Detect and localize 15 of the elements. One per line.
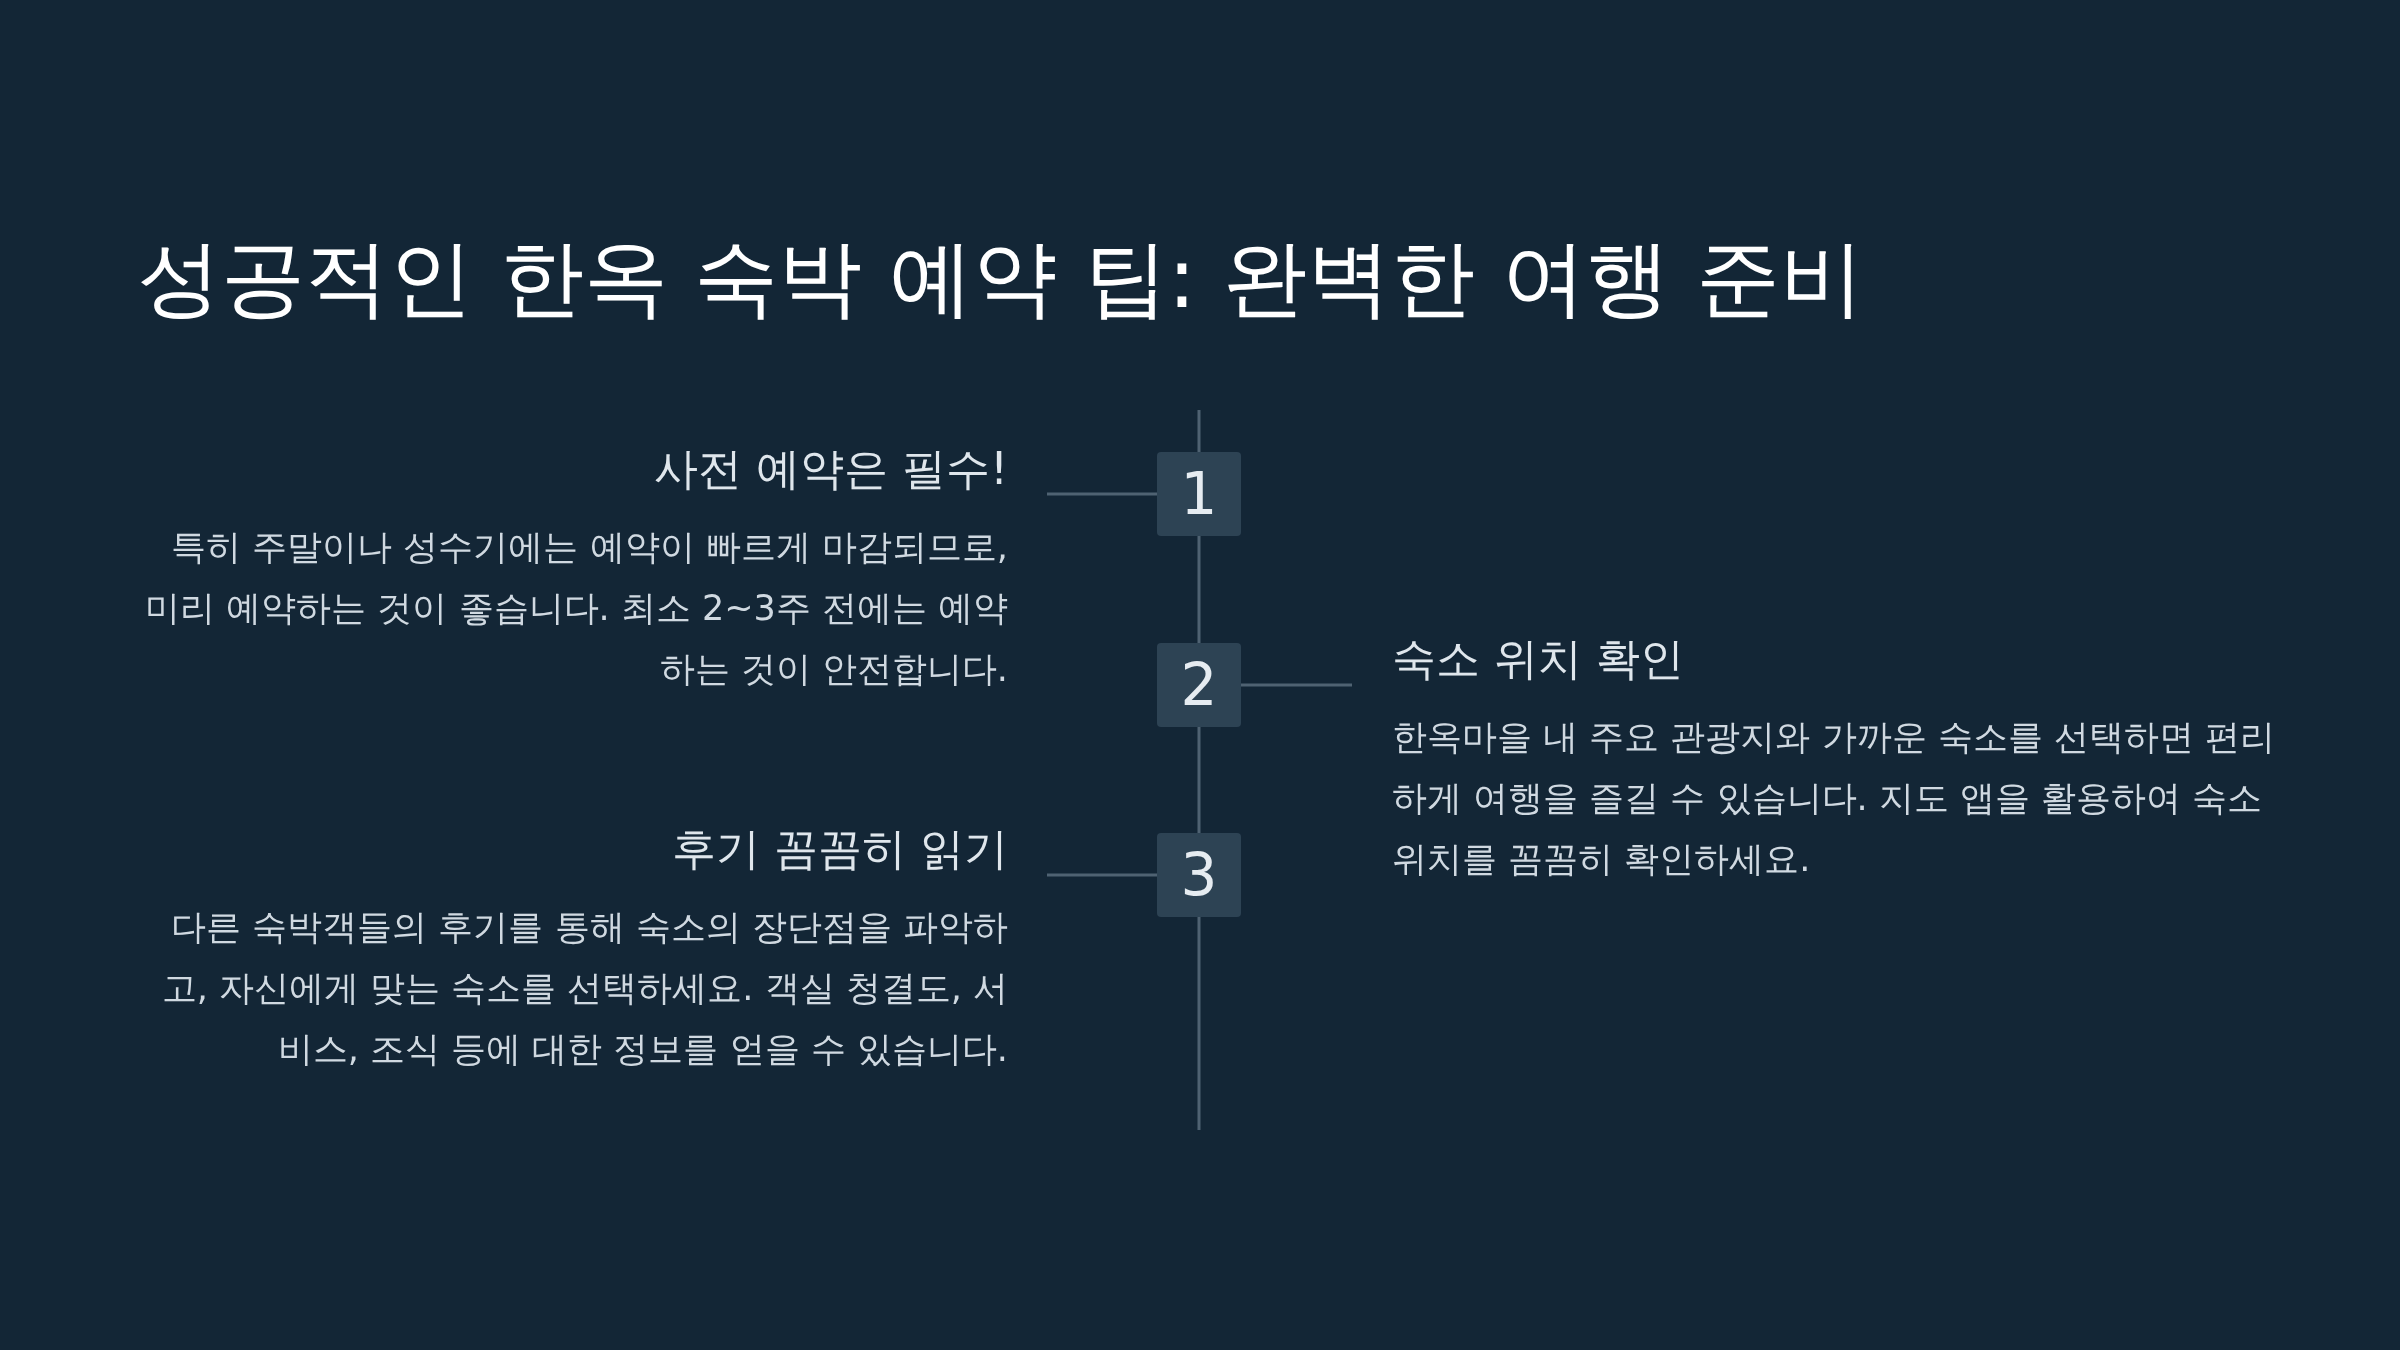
step-heading: 사전 예약은 필수! [654,442,1008,496]
step-heading: 후기 꼼꼼히 읽기 [672,822,1008,876]
connector-line [1047,873,1157,877]
connector-line [1047,492,1157,496]
slide-title: 성공적인 한옥 숙박 예약 팁: 완벽한 여행 준비 [137,228,1865,329]
step-description: 한옥마을 내 주요 관광지와 가까운 숙소를 선택하면 편리하게 여행을 즐길 수 있습니다. 지도 앱을 활용하여 숙소 위치를 꼼꼼히 확인하세요. [1392,716,2276,881]
timeline-line [1197,536,1201,643]
step-number-badge: 1 [1157,452,1241,536]
step-description: 다른 숙박객들의 후기를 통해 숙소의 장단점을 파악하고, 자신에게 맞는 숙소를 선택하세요. 객실 청결도, 서비스, 조식 등에 대한 정보를 얻을 수 있습니다. [160,906,1008,1071]
timeline-line [1197,727,1201,833]
connector-line [1241,683,1352,687]
step-number-badge: 3 [1157,833,1241,917]
step-number-badge: 2 [1157,643,1241,727]
step-description: 특히 주말이나 성수기에는 예약이 빠르게 마감되므로, 미리 예약하는 것이 좋습니다. 최소 2~3주 전에는 예약하는 것이 안전합니다. [144,526,1008,691]
step-heading: 숙소 위치 확인 [1392,632,1684,686]
